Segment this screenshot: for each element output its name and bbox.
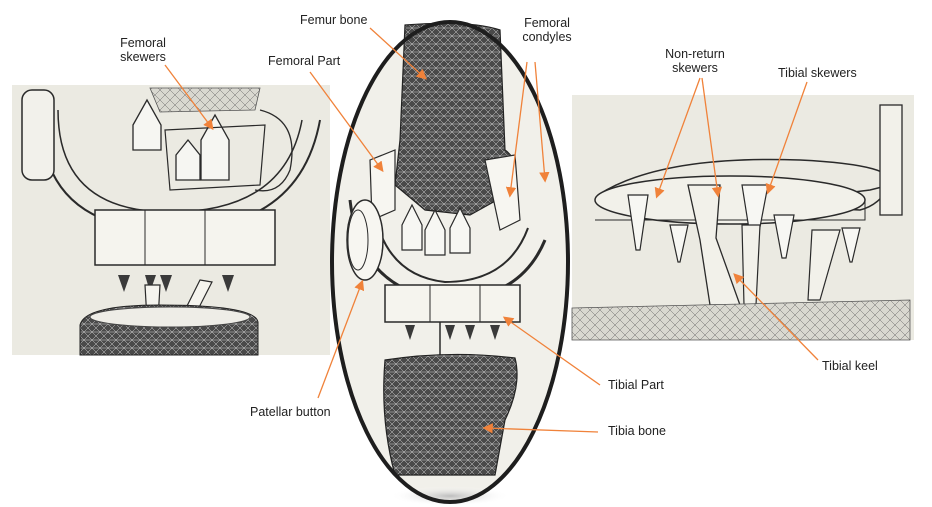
label-tibia-bone: Tibia bone xyxy=(608,424,666,438)
label-non-return-skewers: Non-return skewers xyxy=(655,47,735,75)
label-femoral-skewers: Femoral skewers xyxy=(108,36,178,64)
label-tibial-skewers: Tibial skewers xyxy=(778,66,857,80)
label-femoral-condyles: Femoral condyles xyxy=(512,16,582,44)
right-panel-tibial-view xyxy=(572,95,914,340)
center-ellipse-assembly xyxy=(332,22,568,506)
label-femoral-part: Femoral Part xyxy=(268,54,340,68)
label-non-return-skewers-line2: skewers xyxy=(655,61,735,75)
label-femoral-condyles-line2: condyles xyxy=(512,30,582,44)
label-tibial-keel: Tibial keel xyxy=(822,359,878,373)
label-patellar-button: Patellar button xyxy=(250,405,331,419)
label-femoral-skewers-line1: Femoral xyxy=(108,36,178,50)
label-tibial-part: Tibial Part xyxy=(608,378,664,392)
label-femoral-condyles-line1: Femoral xyxy=(512,16,582,30)
label-femur-bone: Femur bone xyxy=(300,13,367,27)
label-femoral-skewers-line2: skewers xyxy=(108,50,178,64)
label-non-return-skewers-line1: Non-return xyxy=(655,47,735,61)
left-panel-femoral-view xyxy=(12,85,330,355)
